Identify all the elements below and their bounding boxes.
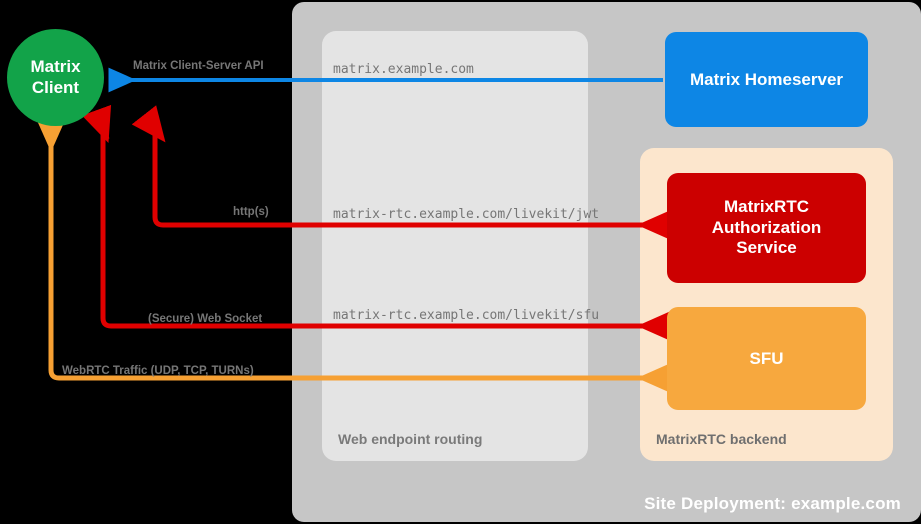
auth-service-line2: Authorization bbox=[711, 217, 822, 237]
node-sfu[interactable]: SFU bbox=[667, 307, 866, 410]
node-matrixrtc-authorization-service[interactable]: MatrixRTC Authorization Service bbox=[667, 173, 866, 283]
matrix-homeserver-label: Matrix Homeserver bbox=[689, 69, 844, 89]
web-endpoint-routing-label: Web endpoint routing bbox=[338, 431, 483, 447]
node-matrix-client[interactable]: Matrix Client bbox=[7, 29, 104, 126]
matrixrtc-backend-label: MatrixRTC backend bbox=[656, 431, 787, 447]
label-https: http(s) bbox=[233, 206, 269, 218]
endpoint-livekit-jwt: matrix-rtc.example.com/livekit/jwt bbox=[333, 207, 600, 222]
matrix-client-line1: Matrix bbox=[30, 57, 81, 77]
endpoint-livekit-sfu: matrix-rtc.example.com/livekit/sfu bbox=[333, 308, 600, 323]
sfu-label: SFU bbox=[749, 348, 784, 368]
label-matrix-client-server-api: Matrix Client-Server API bbox=[133, 60, 264, 72]
matrix-client-line2: Client bbox=[31, 77, 80, 97]
site-deployment-label: Site Deployment: example.com bbox=[644, 494, 901, 513]
wire-https-jwt-client-head bbox=[131, 105, 166, 143]
web-endpoint-routing-panel: Web endpoint routing bbox=[322, 31, 588, 461]
label-secure-websocket: (Secure) Web Socket bbox=[148, 313, 263, 325]
auth-service-line3: Service bbox=[736, 238, 797, 258]
node-matrix-homeserver[interactable]: Matrix Homeserver bbox=[665, 32, 868, 127]
wire-secure-websocket-client-head bbox=[81, 104, 112, 144]
label-webrtc-traffic: WebRTC Traffic (UDP, TCP, TURNs) bbox=[62, 365, 254, 377]
endpoint-matrix-example-com: matrix.example.com bbox=[333, 62, 474, 77]
auth-service-line1: MatrixRTC bbox=[723, 196, 809, 216]
